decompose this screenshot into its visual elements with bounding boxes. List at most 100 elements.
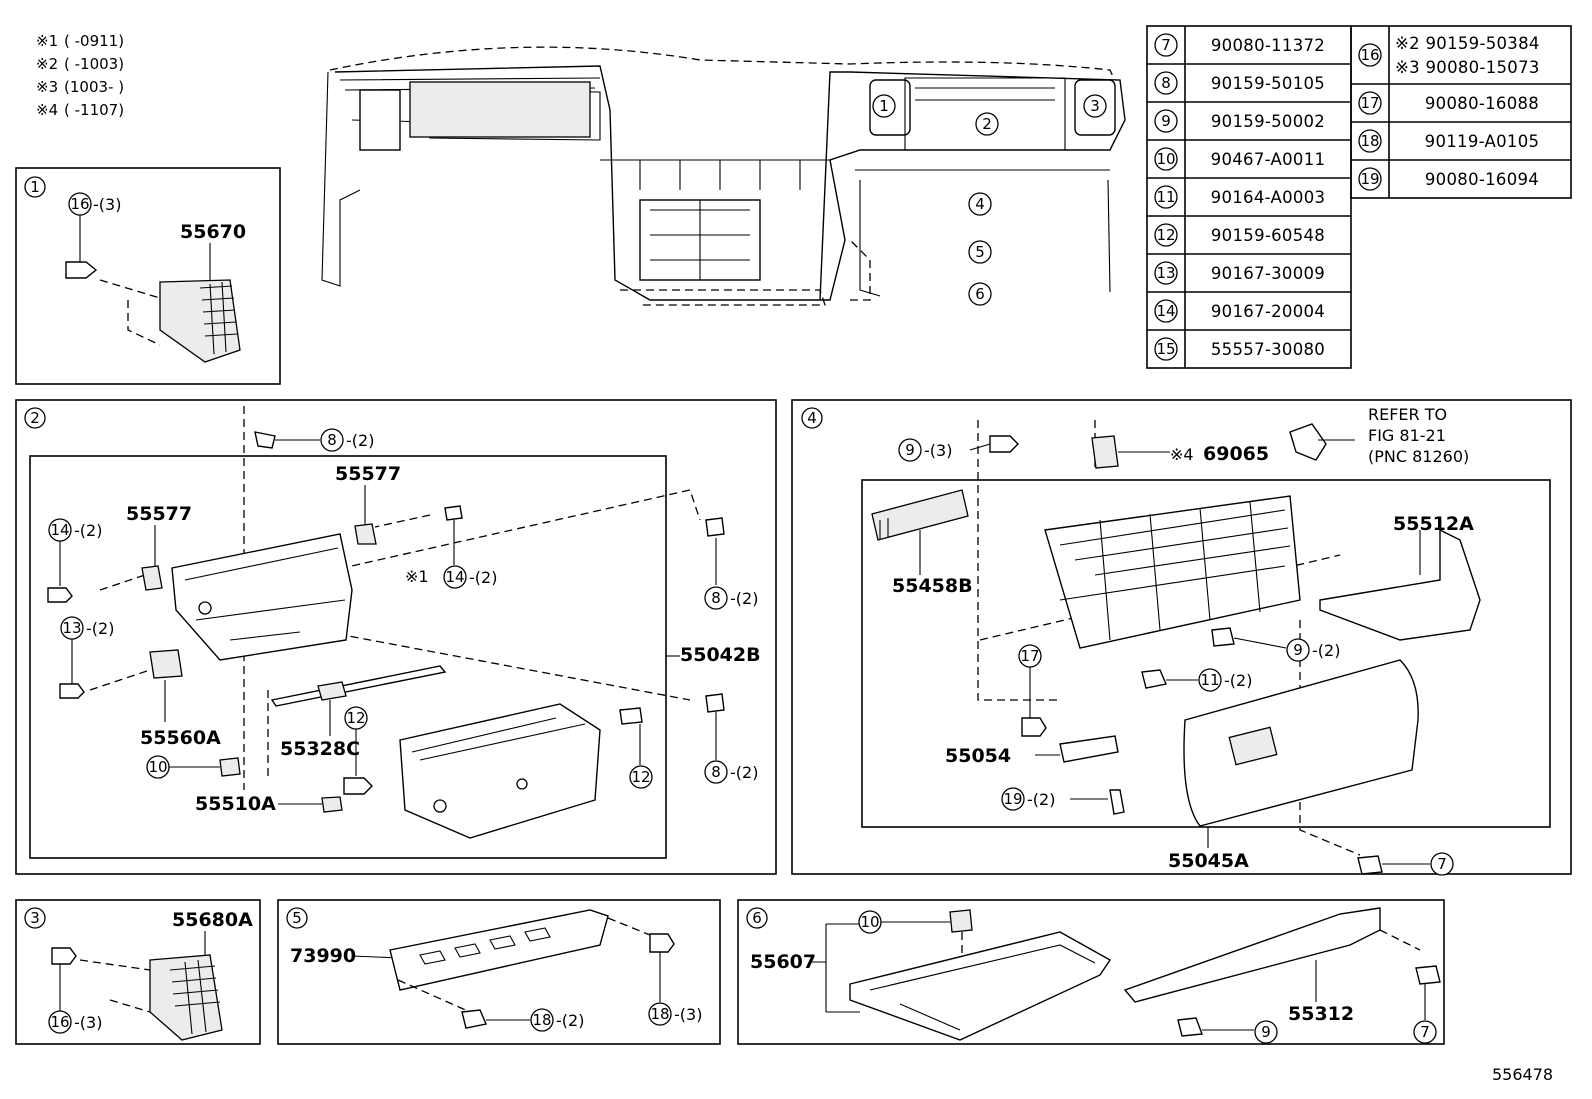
callout-10-label: 10 (148, 758, 167, 776)
panel-3-frame (15, 899, 261, 1045)
note-4-mark: ※4 (36, 101, 58, 119)
screw-icon (1211, 627, 1235, 647)
callout-7-a (1430, 852, 1454, 876)
note-3-mark: ※3 (36, 78, 58, 96)
note-1-mark: ※1 (36, 32, 58, 50)
panel-5: 5 73990 18 -(3) 18 -(2) (277, 899, 721, 1045)
overview-callout-3-label: 3 (1090, 97, 1100, 115)
panel-2-inner-frame (29, 455, 667, 859)
part-label-55045a: 55045A (1168, 850, 1249, 872)
glove-box-lid (399, 703, 601, 839)
table-row-9: 9 90159-50002 (1154, 109, 1325, 133)
overview-callout-1 (872, 94, 896, 118)
screw-icon (1357, 855, 1383, 875)
screw-icon (649, 933, 675, 953)
panel-3-id-badge (24, 907, 46, 929)
callout-9-a-qty: -(3) (924, 441, 952, 460)
callout-12-b-label: 12 (631, 768, 650, 786)
screw-icon (705, 693, 725, 713)
callout-9-b-label: 9 (1293, 641, 1303, 659)
callout-10-b-label: 10 (860, 913, 879, 931)
screw-icon (65, 261, 98, 279)
table-row-16: 16 ※2 90159-50384 ※3 90080-15073 (1358, 34, 1540, 77)
callout-8-b-qty: -(2) (730, 589, 758, 608)
striker-icon (1289, 423, 1327, 461)
glove-box-strip (871, 489, 969, 541)
table-part-number: 90080-11372 (1211, 36, 1325, 55)
callout-8-c-qty: -(2) (730, 763, 758, 782)
panel-5-frame (277, 899, 721, 1045)
note-3-range: (1003- ) (64, 78, 124, 96)
table-part-number: 90159-60548 (1211, 226, 1325, 245)
note-4-marker: ※4 (1170, 445, 1194, 464)
compartment-frame (1044, 495, 1301, 649)
panel-1-id: 1 (30, 178, 40, 196)
part-label-55512a: 55512A (1393, 513, 1474, 535)
table-part-number: 90467-A0011 (1211, 150, 1326, 169)
table-part-number: ※2 90159-50384 (1395, 34, 1540, 53)
screw-icon (1415, 965, 1441, 985)
part-label-55607: 55607 (750, 951, 816, 973)
table-ref: 11 (1156, 188, 1175, 206)
part-label-55680a: 55680A (172, 909, 253, 931)
overview-callout-3 (1083, 94, 1107, 118)
table-row-19: 19 90080-16094 (1358, 167, 1539, 191)
callout-11 (1198, 668, 1222, 692)
dashboard-top-edge (329, 46, 1121, 93)
part-label-55312: 55312 (1288, 1003, 1354, 1025)
refer-to-line-3: (PNC 81260) (1368, 447, 1469, 466)
lower-reinforcement (1123, 907, 1381, 1003)
panel-4-frame (791, 399, 1572, 875)
panel-6-id: 6 (752, 909, 762, 927)
table-ref: 12 (1156, 226, 1175, 244)
part-label-55054: 55054 (945, 745, 1011, 767)
callout-9-b-qty: -(2) (1312, 641, 1340, 660)
table-row-15: 15 55557-30080 (1154, 337, 1325, 361)
dashboard-overview: 1 2 3 4 5 6 (321, 46, 1126, 306)
clip-icon (219, 757, 241, 777)
door-handle (1228, 726, 1278, 766)
overview-callout-6-label: 6 (975, 285, 985, 303)
panel-4-id-badge (801, 407, 823, 429)
callout-14-a-qty: -(2) (74, 521, 102, 540)
callout-7-b-label: 7 (1420, 1023, 1430, 1041)
panel-2-frame (15, 399, 777, 875)
clip-icon (141, 565, 163, 591)
part-label-55577-left: 55577 (126, 503, 192, 525)
table-part-number: 90159-50105 (1211, 74, 1325, 93)
table-ref: 15 (1156, 340, 1175, 358)
callout-14-b (443, 565, 467, 589)
note-1-marker: ※1 (405, 567, 429, 586)
panel-1-frame (15, 167, 281, 385)
table-part-number: 90167-20004 (1211, 302, 1325, 321)
table-row-11: 11 90164-A0003 (1154, 185, 1325, 209)
table-ref: 17 (1360, 94, 1379, 112)
note-2-range: ( -1003) (64, 55, 124, 73)
table-part-number: 90080-16088 (1425, 94, 1539, 113)
callout-18-b-qty: -(2) (556, 1011, 584, 1030)
part-label-69065: 69065 (1203, 443, 1269, 465)
callout-11-qty: -(2) (1224, 671, 1252, 690)
screw-icon (705, 517, 725, 537)
table-row-10: 10 90467-A0011 (1154, 147, 1326, 171)
callout-8-a-label: 8 (327, 431, 337, 449)
overview-callout-2-label: 2 (982, 115, 992, 133)
callout-8-b-label: 8 (711, 589, 721, 607)
damper-icon (149, 649, 183, 679)
lock-cylinder (1059, 735, 1119, 763)
table-part-number: 90167-30009 (1211, 264, 1325, 283)
table-row-7: 7 90080-11372 (1154, 33, 1325, 57)
screw-icon (619, 707, 643, 725)
callout-18-b-label: 18 (532, 1011, 551, 1029)
table-row-18: 18 90119-A0105 (1358, 129, 1539, 153)
parts-table: 7 90080-11372 8 90159-50105 9 90159-5000… (1146, 25, 1572, 369)
overview-callout-4 (968, 192, 992, 216)
part-label-55577-top: 55577 (335, 463, 401, 485)
table-row-13: 13 90167-30009 (1154, 261, 1325, 285)
table-ref: 19 (1360, 170, 1379, 188)
panel-4-inner-frame (861, 479, 1551, 828)
screw-icon (1109, 789, 1125, 815)
panel-5-id-badge (286, 907, 308, 929)
glove-box-housing (171, 533, 353, 661)
note-2-mark: ※2 (36, 55, 58, 73)
